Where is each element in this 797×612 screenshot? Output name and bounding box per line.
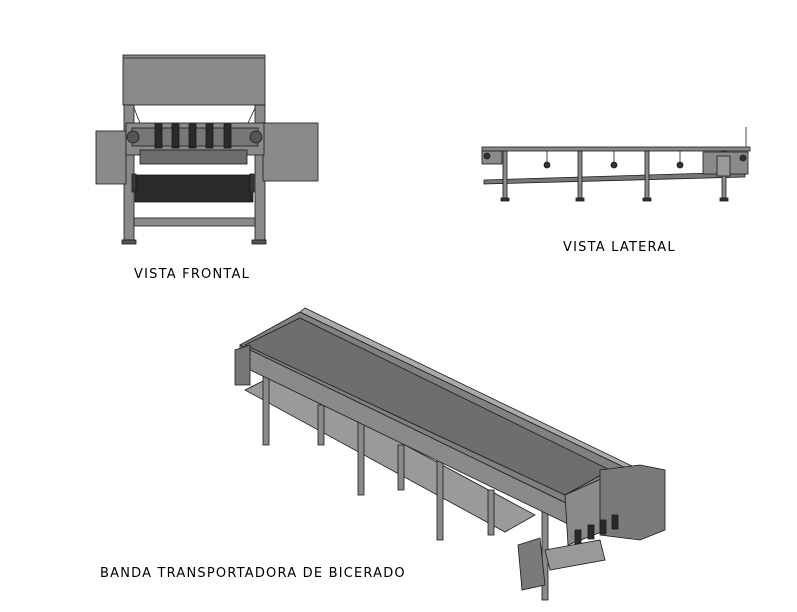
isometric-view-drawing bbox=[234, 307, 666, 601]
front-view-label: VISTA FRONTAL bbox=[134, 267, 251, 282]
isometric-view-label: BANDA TRANSPORTADORA DE BICERADO bbox=[100, 566, 406, 581]
scraper-rollers bbox=[154, 123, 232, 149]
front-view-drawing bbox=[95, 54, 319, 245]
side-view-drawing bbox=[481, 127, 751, 202]
side-view-label: VISTA LATERAL bbox=[563, 240, 676, 255]
